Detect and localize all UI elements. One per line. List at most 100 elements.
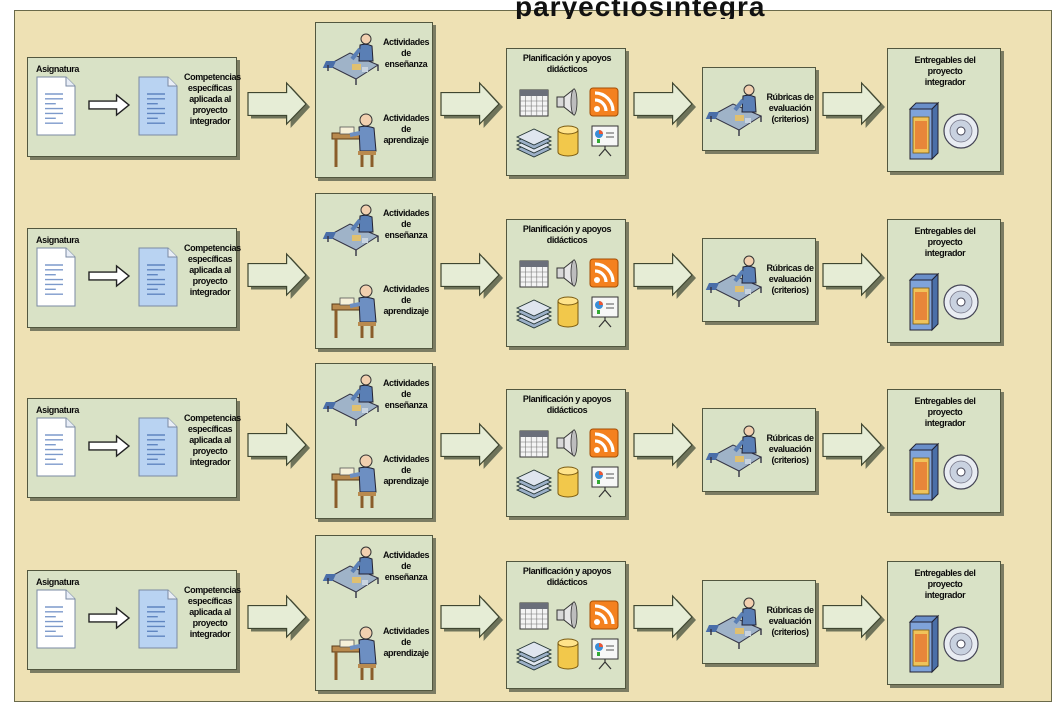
evaluator-desk-icon	[705, 84, 763, 136]
document-icon	[36, 417, 76, 477]
database-icon	[557, 638, 579, 670]
flow-arrow-icon	[633, 422, 696, 469]
flow-arrow-icon	[440, 81, 503, 128]
transform-arrow-icon	[88, 606, 131, 630]
rubricas-label: Rúbricas de evaluación (criterios)	[766, 92, 814, 124]
document-icon	[138, 247, 178, 307]
deliverables-icon	[908, 614, 979, 674]
rss-icon	[589, 600, 619, 630]
actividades-panel: Actividades de enseñanza Actividades de …	[315, 363, 433, 519]
teacher-desk-icon	[322, 374, 380, 426]
competencias-label: Competencias específicas aplicada al pro…	[184, 72, 241, 126]
competencias-label: Competencias específicas aplicada al pro…	[184, 585, 241, 639]
rubricas-label: Rúbricas de evaluación (criterios)	[766, 433, 814, 465]
rss-icon	[589, 87, 619, 117]
document-icon	[36, 76, 76, 136]
act-ensenanza-label: Actividades de enseñanza	[382, 550, 430, 582]
flow-arrow-icon	[633, 81, 696, 128]
asignatura-label: Asignatura	[36, 235, 80, 245]
evaluator-desk-icon	[705, 255, 763, 307]
entregables-panel: Entregables del proyecto integrador	[887, 561, 1001, 685]
flow-arrow-icon	[822, 81, 885, 128]
evaluator-desk-icon	[705, 425, 763, 477]
database-icon	[557, 125, 579, 157]
speaker-icon	[556, 600, 578, 630]
stacked-layers-icon	[515, 641, 553, 671]
planificacion-label: Planificación y apoyos didácticos	[522, 53, 612, 74]
student-desk-icon	[331, 626, 377, 680]
evaluator-desk-icon	[705, 597, 763, 649]
speaker-icon	[556, 258, 578, 288]
rubricas-panel: Rúbricas de evaluación (criterios)	[702, 408, 816, 492]
asignatura-panel: Asignatura Competencias específicas apli…	[27, 570, 241, 670]
act-aprendizaje-label: Actividades de aprendizaje	[382, 626, 430, 658]
flow-arrow-icon	[440, 252, 503, 299]
database-icon	[557, 296, 579, 328]
presentation-board-icon	[591, 638, 619, 670]
planificacion-panel: Planificación y apoyos didácticos	[506, 561, 626, 689]
presentation-board-icon	[591, 466, 619, 498]
transform-arrow-icon	[88, 264, 131, 288]
calendar-icon	[519, 89, 549, 117]
flow-arrow-icon	[440, 594, 503, 641]
flow-arrow-icon	[440, 422, 503, 469]
flow-arrow-icon	[247, 422, 310, 469]
act-aprendizaje-label: Actividades de aprendizaje	[382, 284, 430, 316]
transform-arrow-icon	[88, 93, 131, 117]
title-fragment: paryectiosintegra	[515, 0, 766, 19]
actividades-panel: Actividades de enseñanza Actividades de …	[315, 22, 433, 178]
calendar-icon	[519, 602, 549, 630]
flow-arrow-icon	[247, 594, 310, 641]
deliverables-icon	[908, 101, 979, 161]
teacher-desk-icon	[322, 546, 380, 598]
document-icon	[36, 247, 76, 307]
student-desk-icon	[331, 284, 377, 338]
act-ensenanza-label: Actividades de enseñanza	[382, 208, 430, 240]
teacher-desk-icon	[322, 204, 380, 256]
asignatura-label: Asignatura	[36, 577, 80, 587]
act-ensenanza-label: Actividades de enseñanza	[382, 37, 430, 69]
database-icon	[557, 466, 579, 498]
act-aprendizaje-label: Actividades de aprendizaje	[382, 454, 430, 486]
rubricas-panel: Rúbricas de evaluación (criterios)	[702, 580, 816, 664]
calendar-icon	[519, 430, 549, 458]
flow-arrow-icon	[822, 252, 885, 299]
asignatura-label: Asignatura	[36, 64, 80, 74]
entregables-label: Entregables del proyecto integrador	[914, 568, 976, 600]
competencias-label: Competencias específicas aplicada al pro…	[184, 243, 241, 297]
entregables-panel: Entregables del proyecto integrador	[887, 219, 1001, 343]
asignatura-label: Asignatura	[36, 405, 80, 415]
calendar-icon	[519, 260, 549, 288]
rss-icon	[589, 428, 619, 458]
planificacion-panel: Planificación y apoyos didácticos	[506, 48, 626, 176]
flow-arrow-icon	[633, 594, 696, 641]
flow-arrow-icon	[247, 81, 310, 128]
presentation-board-icon	[591, 296, 619, 328]
actividades-panel: Actividades de enseñanza Actividades de …	[315, 193, 433, 349]
document-icon	[138, 589, 178, 649]
flow-arrow-icon	[822, 422, 885, 469]
flow-arrow-icon	[247, 252, 310, 299]
flow-arrow-icon	[822, 594, 885, 641]
teacher-desk-icon	[322, 33, 380, 85]
stacked-layers-icon	[515, 128, 553, 158]
competencias-label: Competencias específicas aplicada al pro…	[184, 413, 241, 467]
deliverables-icon	[908, 442, 979, 502]
rss-icon	[589, 258, 619, 288]
asignatura-panel: Asignatura Competencias específicas apli…	[27, 398, 241, 498]
asignatura-panel: Asignatura Competencias específicas apli…	[27, 57, 241, 157]
act-ensenanza-label: Actividades de enseñanza	[382, 378, 430, 410]
planificacion-panel: Planificación y apoyos didácticos	[506, 219, 626, 347]
transform-arrow-icon	[88, 434, 131, 458]
presentation-board-icon	[591, 125, 619, 157]
rubricas-panel: Rúbricas de evaluación (criterios)	[702, 67, 816, 151]
planificacion-panel: Planificación y apoyos didácticos	[506, 389, 626, 517]
entregables-label: Entregables del proyecto integrador	[914, 226, 976, 258]
student-desk-icon	[331, 454, 377, 508]
speaker-icon	[556, 428, 578, 458]
document-icon	[138, 76, 178, 136]
entregables-panel: Entregables del proyecto integrador	[887, 48, 1001, 172]
entregables-label: Entregables del proyecto integrador	[914, 55, 976, 87]
asignatura-panel: Asignatura Competencias específicas apli…	[27, 228, 241, 328]
stacked-layers-icon	[515, 299, 553, 329]
